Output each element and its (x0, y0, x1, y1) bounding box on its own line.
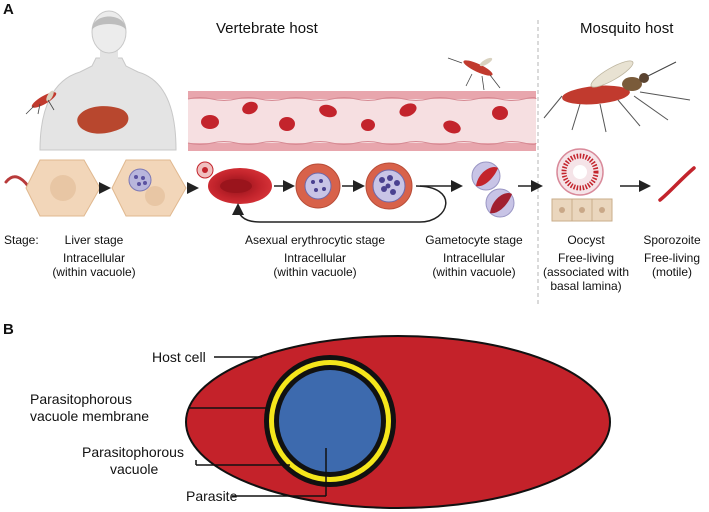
host-cell-shape (185, 335, 611, 509)
stage-desc-gametocyte-1: Intracellular (443, 251, 505, 265)
vertebrate-host-header: Vertebrate host (216, 20, 319, 37)
stage-desc-oocyst-2: (associated with (543, 265, 629, 279)
blood-vessel-icon (187, 91, 537, 151)
stage-name-oocyst: Oocyst (567, 233, 605, 247)
mosquito-host-header: Mosquito host (580, 20, 674, 37)
stage-desc-oocyst-3: basal lamina) (550, 279, 621, 293)
oocyst-icon (551, 148, 613, 222)
stage-desc-liver-2: (within vacuole) (52, 265, 135, 279)
arrow-erythro-cycle (232, 185, 447, 223)
stage-desc-asexual-1: Intracellular (284, 251, 346, 265)
label-vacuole-2: vacuole (110, 461, 158, 477)
stage-desc-sporozoite-1: Free-living (644, 251, 700, 265)
parasite-shape (279, 370, 381, 472)
mosquito-large-icon (543, 60, 691, 133)
stage-desc-oocyst-1: Free-living (558, 251, 614, 265)
panel-b-letter: B (3, 321, 14, 338)
stage-name-liver: Liver stage (65, 233, 124, 247)
liver-stage-cells-icon (4, 159, 187, 217)
label-membrane-1: Parasitophorous (30, 391, 132, 407)
erythrocytic-stage-cells-icon (196, 161, 413, 210)
sporozoite-icon (658, 166, 696, 202)
label-host-cell: Host cell (152, 349, 206, 365)
stage-desc-gametocyte-2: (within vacuole) (432, 265, 515, 279)
stage-desc-asexual-2: (within vacuole) (273, 265, 356, 279)
human-figure-icon (39, 10, 177, 151)
gametocyte-cells-icon (471, 161, 515, 218)
label-membrane-2: vacuole membrane (30, 408, 149, 424)
stage-name-gametocyte: Gametocyte stage (425, 233, 523, 247)
liver-icon (77, 106, 129, 134)
label-vacuole-1: Parasitophorous (82, 444, 184, 460)
stage-name-asexual: Asexual erythrocytic stage (245, 233, 385, 247)
mosquito-small-left-icon (25, 90, 57, 115)
label-parasite: Parasite (186, 488, 238, 504)
stage-name-sporozoite: Sporozoite (643, 233, 701, 247)
stage-desc-liver-1: Intracellular (63, 251, 125, 265)
mosquito-small-top-icon (447, 57, 501, 91)
stage-prefix-label: Stage: (4, 233, 39, 247)
stage-desc-sporozoite-2: (motile) (652, 265, 692, 279)
panel-a-letter: A (3, 1, 14, 18)
